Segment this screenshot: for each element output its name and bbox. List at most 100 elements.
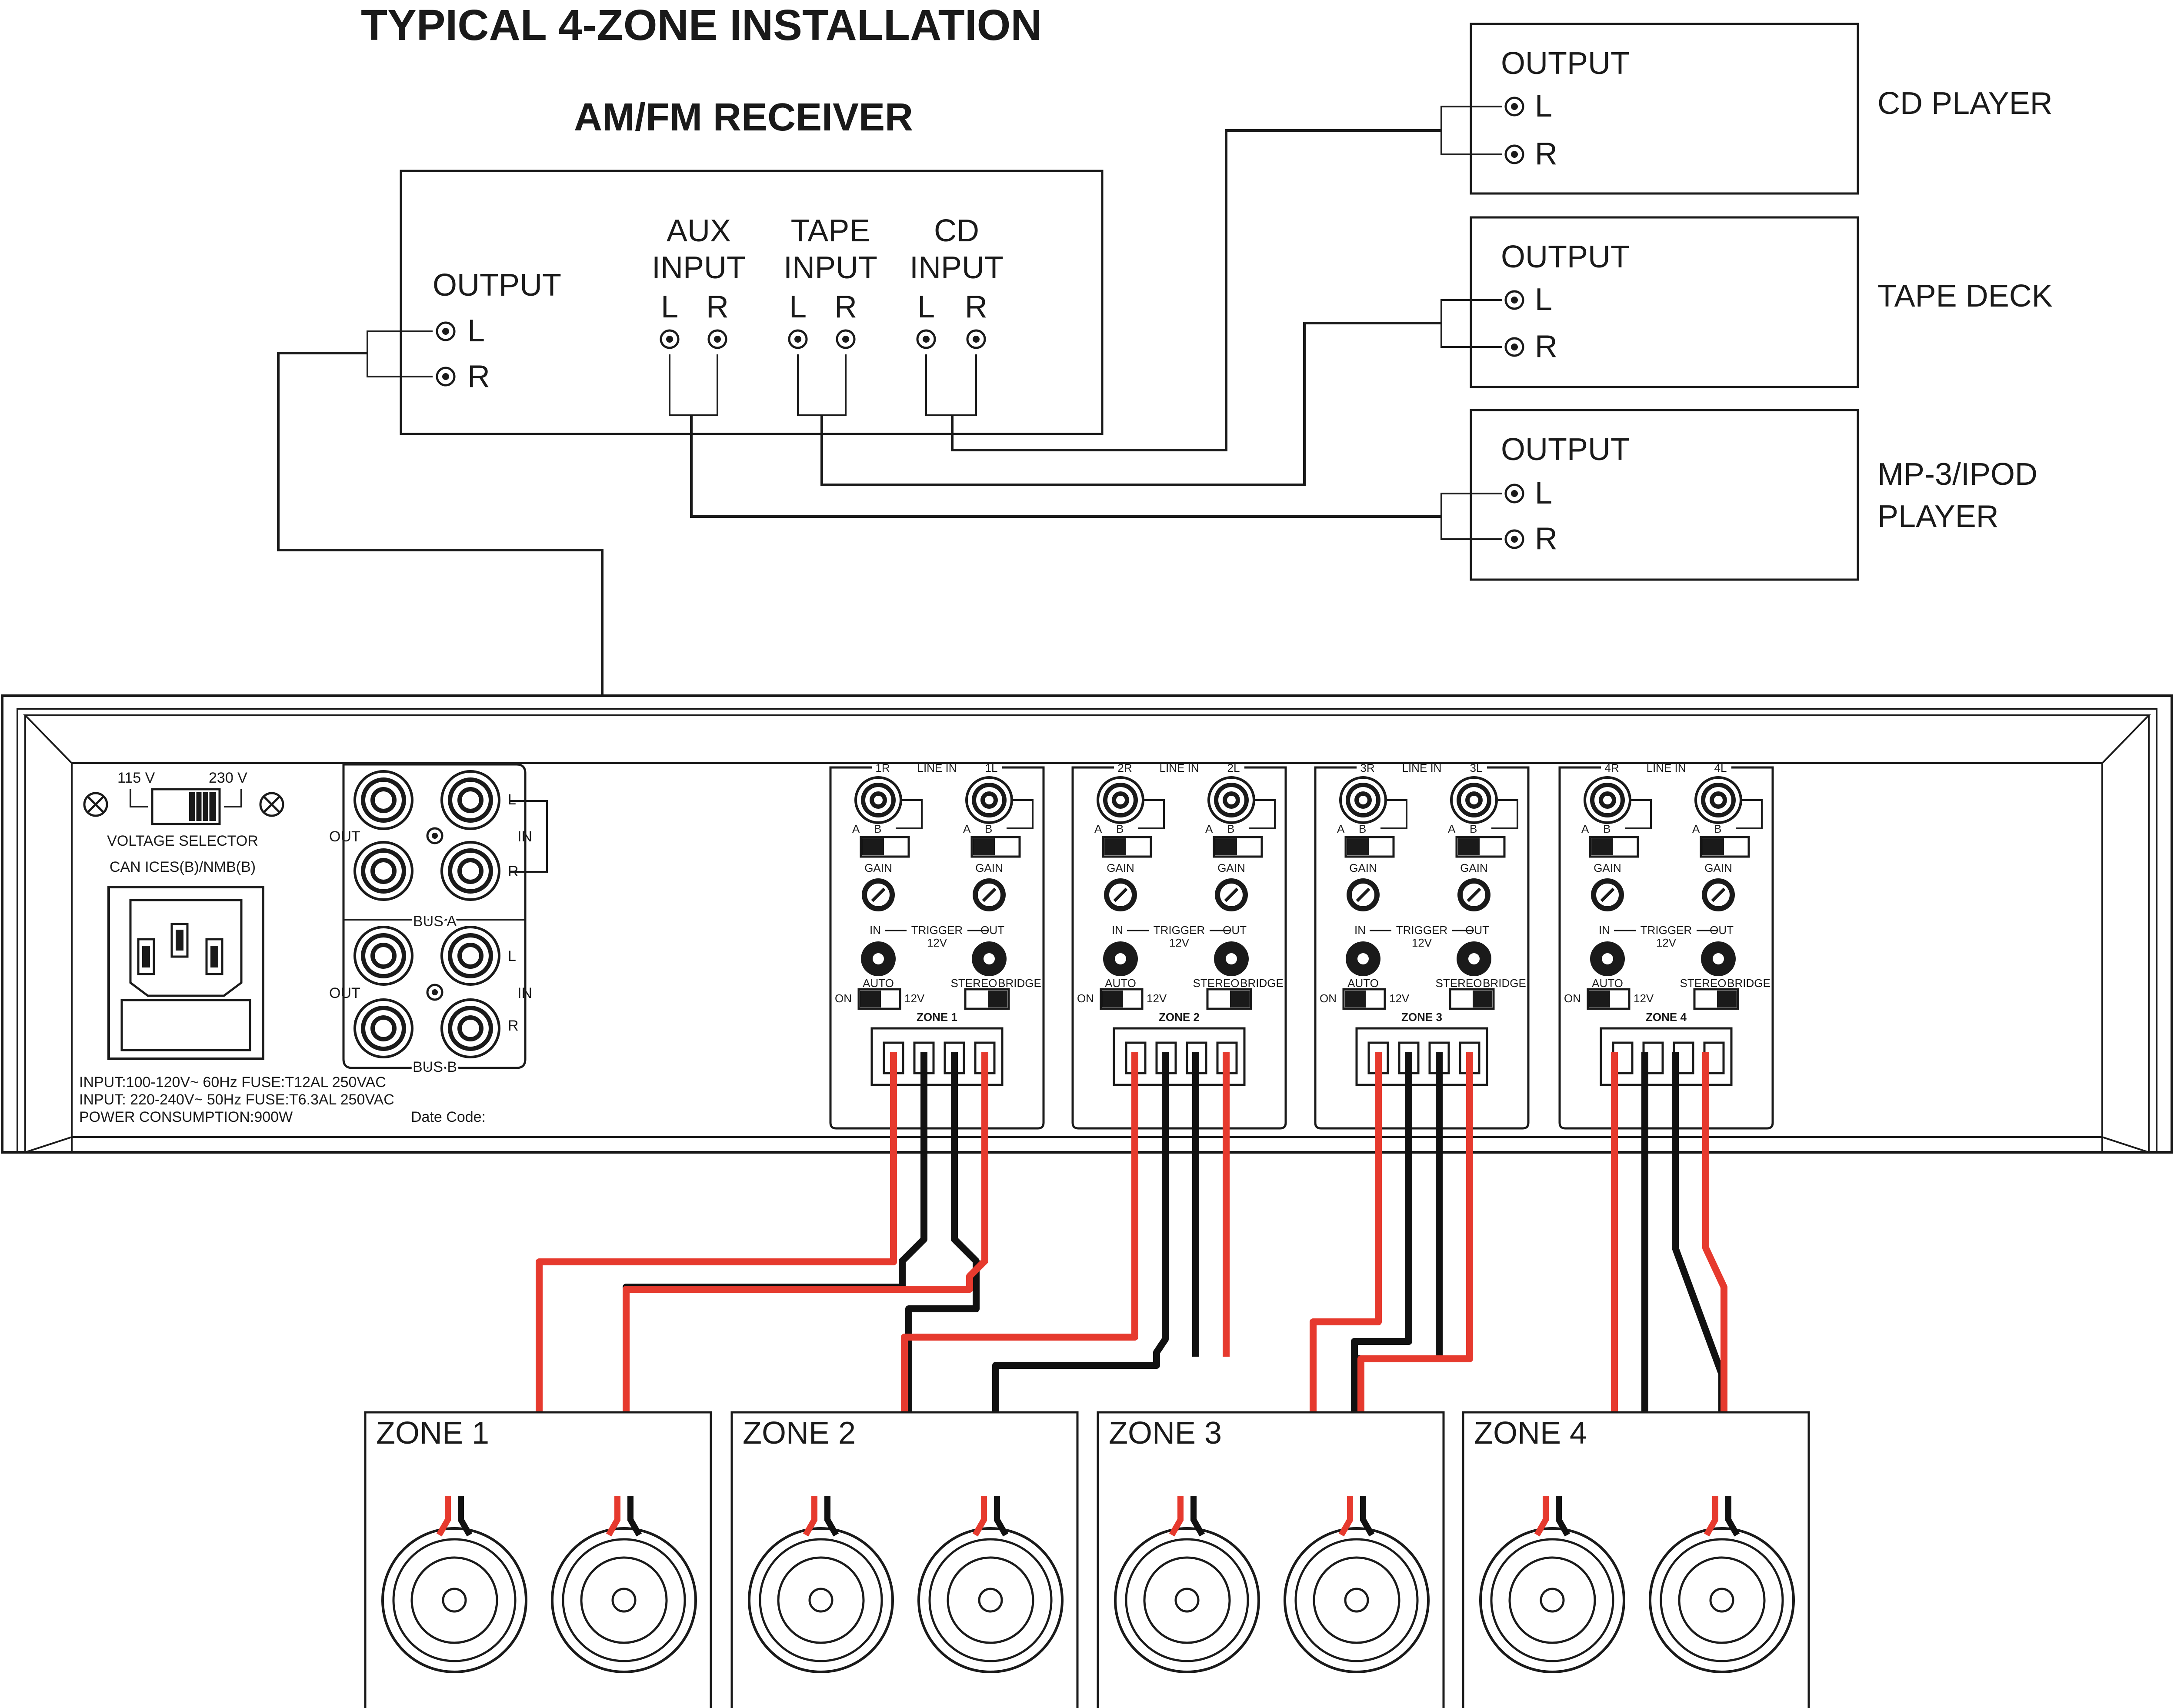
on-label: ON (1077, 992, 1094, 1005)
negative-speaker-cable (992, 1052, 1169, 1513)
cd-l-label: L (917, 290, 935, 324)
ab-switch (1344, 836, 1395, 858)
bus-b-l-in: L (508, 948, 516, 964)
gain-label: GAIN (975, 861, 1003, 874)
line-in-jack-icon (1584, 776, 1652, 829)
speaker-icon (1284, 1496, 1430, 1673)
screw-icon (426, 984, 443, 1001)
screw-icon (426, 827, 443, 844)
switch-b-label: B (1603, 822, 1610, 835)
rca-jack-icon (440, 770, 500, 830)
cd-player-l-label: L (1535, 89, 1552, 123)
gain-knob-icon (973, 878, 1006, 911)
on-label: ON (1320, 992, 1337, 1005)
bridge-label: BRIDGE (998, 977, 1041, 990)
line-in-label: LINE IN (1402, 761, 1441, 774)
trigger-jack-icon (861, 941, 896, 976)
positive-speaker-cable (623, 1052, 988, 1513)
date-code-label: Date Code: (411, 1109, 486, 1125)
bridge-label: BRIDGE (1727, 977, 1771, 990)
stereo-label: STEREO (1193, 977, 1240, 990)
cd-cable (951, 129, 1441, 451)
aux-cable (690, 415, 1441, 518)
rca-jack-icon (353, 926, 413, 986)
receiver-output-r-jack (436, 367, 456, 387)
speaker-icon (381, 1496, 527, 1673)
gain-label: GAIN (1349, 861, 1377, 874)
tape-l-label: L (789, 290, 807, 324)
mp3-player-l-label: L (1535, 476, 1552, 510)
trigger-voltage-label: 12V (927, 936, 947, 949)
receiver-output-label: OUTPUT (433, 268, 561, 303)
trigger-voltage-label: 12V (1412, 936, 1432, 949)
positive-speaker-cable (1702, 1052, 1727, 1513)
speaker-icon (748, 1496, 894, 1673)
source-tape-deck: OUTPUT L R TAPE DECK (1440, 216, 2053, 388)
line-in-left-label: 2R (1117, 761, 1132, 774)
switch-b-label: B (1116, 822, 1124, 835)
cd-input: CD INPUT L R (910, 214, 1004, 416)
receiver-output-r-label: R (467, 359, 490, 394)
compliance-label: CAN ICES(B)/NMB(B) (110, 859, 256, 875)
trigger-voltage-label: 12V (1169, 936, 1190, 949)
stereo-label: STEREO (1436, 977, 1482, 990)
trigger-in-label: IN (1354, 924, 1366, 937)
line-in-label: LINE IN (1159, 761, 1199, 774)
auto-label: AUTO (1105, 977, 1136, 990)
ab-switch (1102, 836, 1152, 858)
speaker-icon (1649, 1496, 1795, 1673)
speaker-icon (1114, 1496, 1260, 1673)
zone-box-1: ZONE 1 (364, 1411, 712, 1708)
line-in-label: LINE IN (1646, 761, 1686, 774)
cd-input-line2: INPUT (910, 250, 1004, 285)
tape-cable (820, 322, 1441, 486)
v12-label: 12V (1634, 992, 1654, 1005)
v12-label: 12V (1389, 992, 1410, 1005)
cd-player-output-label: OUTPUT (1501, 46, 1630, 81)
rca-jack-icon (353, 841, 413, 901)
bus-a-out-label: OUT (329, 828, 360, 845)
switch-b-label: B (1359, 822, 1366, 835)
tape-deck-l-label: L (1535, 282, 1552, 317)
cd-player-name: CD PLAYER (1877, 86, 2053, 121)
source-mp3-ipod-player: OUTPUT L R MP-3/IPOD PLAYER (1440, 409, 2037, 581)
bus-b-out-label: OUT (329, 985, 360, 1001)
gain-label: GAIN (864, 861, 892, 874)
switch-b-label: B (1714, 822, 1721, 835)
switch-b-label: B (985, 822, 992, 835)
switch-a-label: A (963, 822, 971, 835)
stereo-label: STEREO (951, 977, 997, 990)
auto-label: AUTO (1347, 977, 1379, 990)
on-label: ON (1564, 992, 1581, 1005)
ab-switch (1213, 836, 1263, 858)
trigger-label: TRIGGER (1396, 924, 1447, 937)
screw-right-icon (259, 792, 284, 817)
switch-a-label: A (1337, 822, 1345, 835)
auto-label: AUTO (863, 977, 894, 990)
bus-b-in-label: IN (517, 985, 532, 1001)
gain-knob-icon (1215, 878, 1248, 911)
gain-knob-icon (1591, 878, 1624, 911)
spec-line-3: POWER CONSUMPTION:900W (79, 1109, 293, 1125)
stereo-label: STEREO (1680, 977, 1727, 990)
line-in-jack-icon (1207, 776, 1276, 829)
line-in-left-label: 1R (875, 761, 890, 774)
bus-panel: BUS A BUS B OUT IN OUT IN L R L R L R L … (329, 763, 548, 1078)
switch-b-label: B (1227, 822, 1234, 835)
aux-input-line2: INPUT (652, 250, 746, 285)
speaker-terminal-block (1600, 1027, 1733, 1086)
speaker-icon (1479, 1496, 1625, 1673)
ab-switch (1455, 836, 1506, 858)
screw-left-icon (83, 792, 108, 817)
negative-speaker-cable (905, 1052, 980, 1513)
bus-b-r-in: R (508, 1017, 519, 1034)
tape-deck-r-label: R (1535, 329, 1557, 364)
on-label: ON (835, 992, 852, 1005)
rca-jack-icon (440, 998, 500, 1058)
line-in-left-label: 4R (1604, 761, 1619, 774)
zone-label: ZONE 3 (1109, 1416, 1222, 1451)
module-zone-label: ZONE 3 (1401, 1011, 1442, 1024)
aux-r-label: R (706, 290, 729, 324)
